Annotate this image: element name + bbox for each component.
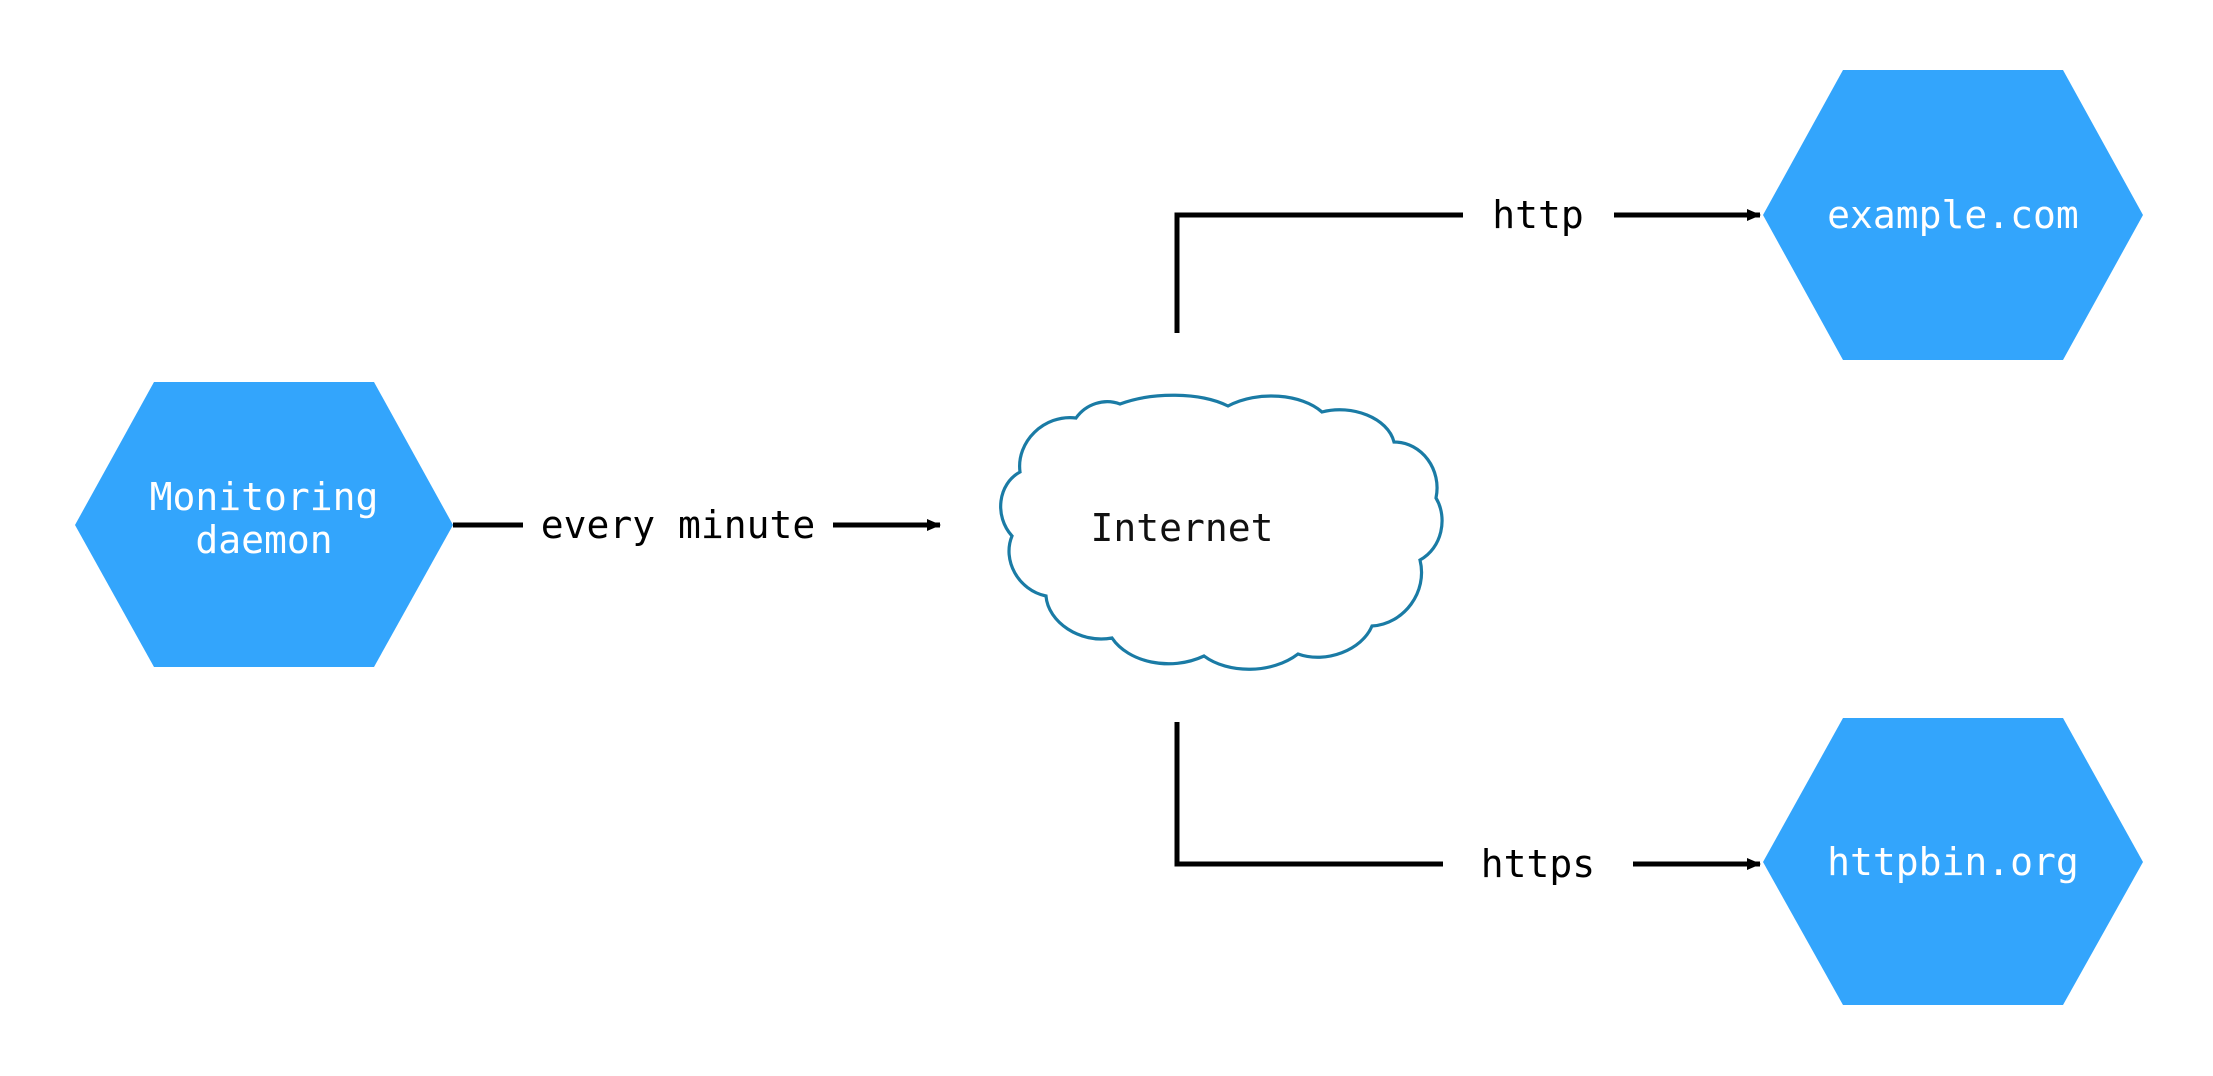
edge-label-https: https <box>1481 842 1595 886</box>
edge-https-elbow <box>1174 722 1443 867</box>
example-com-label: example.com <box>1827 193 2079 237</box>
monitoring-daemon-hexagon[interactable] <box>75 382 453 667</box>
edge-https: https <box>1174 722 1761 886</box>
node-example-com[interactable]: example.com <box>1763 70 2143 360</box>
node-internet[interactable]: Internet <box>999 393 1444 671</box>
edge-every-minute: every minute <box>453 503 941 547</box>
edge-http: http <box>1174 193 1761 333</box>
monitoring-daemon-label-line2: daemon <box>195 518 332 562</box>
edge-label-http: http <box>1492 193 1584 237</box>
node-monitoring-daemon[interactable]: Monitoring daemon <box>75 382 453 667</box>
internet-cloud-shape[interactable] <box>999 393 1444 671</box>
monitoring-daemon-label-line1: Monitoring <box>150 475 379 519</box>
example-com-hexagon[interactable] <box>1763 70 2143 360</box>
httpbin-org-hexagon[interactable] <box>1763 718 2143 1005</box>
edge-http-elbow <box>1174 212 1463 333</box>
internet-label: Internet <box>1090 506 1273 550</box>
edge-label-every-minute: every minute <box>541 503 816 547</box>
httpbin-org-label: httpbin.org <box>1827 840 2079 884</box>
node-httpbin-org[interactable]: httpbin.org <box>1763 718 2143 1005</box>
